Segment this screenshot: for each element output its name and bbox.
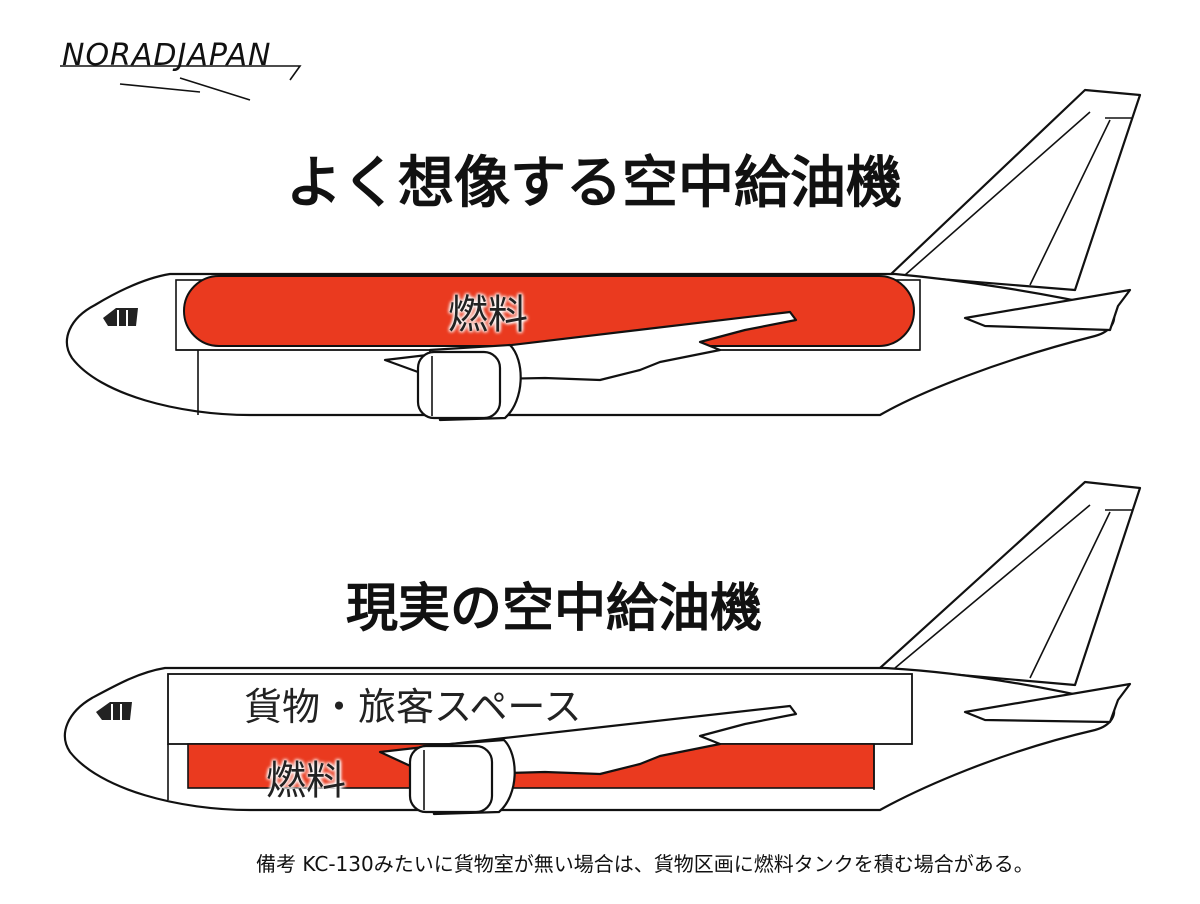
logo-wordmark: NORADJAPAN <box>62 38 272 73</box>
cockpit-window-bottom <box>96 702 132 720</box>
fuel-label-bottom: 燃料 <box>266 758 346 804</box>
fuel-label-top: 燃料 <box>448 292 528 338</box>
cockpit-window-top <box>103 308 138 326</box>
engine-top <box>416 343 522 422</box>
title-imagined-tanker: よく想像する空中給油機 <box>286 151 902 216</box>
tail-fin-bottom <box>878 480 1142 687</box>
cargo-space-label: 貨物・旅客スペース <box>244 685 582 729</box>
footnote: 備考 KC-130みたいに貨物室が無い場合は、貨物区画に燃料タンクを積む場合があ… <box>256 852 1034 876</box>
engine-bottom <box>408 738 516 816</box>
title-real-tanker: 現実の空中給油機 <box>346 579 763 639</box>
logo-swoosh <box>60 65 302 101</box>
aircraft-top <box>65 88 1142 422</box>
tail-fin-top <box>888 88 1142 292</box>
aircraft-bottom <box>63 480 1142 816</box>
